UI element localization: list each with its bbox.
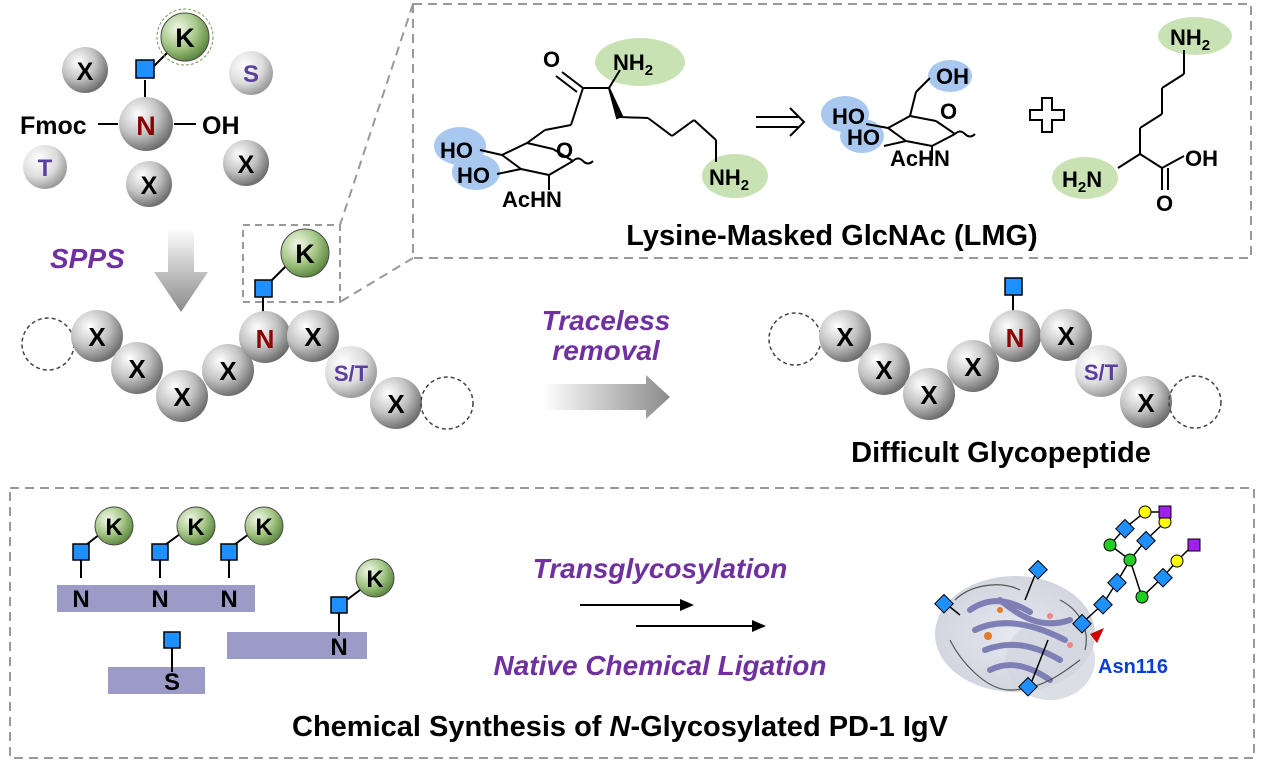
svg-text:H2N: H2N bbox=[1062, 167, 1102, 196]
spps-arrow: SPPS bbox=[50, 228, 208, 312]
svg-text:X: X bbox=[88, 322, 106, 352]
svg-text:N: N bbox=[220, 586, 237, 613]
asn116-label: Asn116 bbox=[1098, 656, 1168, 678]
k-label: K bbox=[175, 23, 195, 53]
lysine-labels: NH2 H2N OH O bbox=[1062, 25, 1218, 216]
oh-label: OH bbox=[202, 112, 240, 140]
svg-text:X: X bbox=[920, 380, 938, 410]
s-label: S bbox=[243, 61, 259, 88]
protected-glycopeptide: K X X X X N X S/T X bbox=[21, 228, 474, 430]
svg-text:NH2: NH2 bbox=[709, 165, 749, 194]
glcnac-square bbox=[135, 59, 155, 79]
svg-text:X: X bbox=[219, 356, 237, 386]
n-label: N bbox=[136, 111, 156, 141]
svg-text:N: N bbox=[256, 324, 275, 354]
svg-text:removal: removal bbox=[552, 335, 661, 366]
svg-text:X: X bbox=[1057, 321, 1075, 351]
svg-text:AcHN: AcHN bbox=[502, 187, 562, 212]
svg-text:O: O bbox=[556, 138, 573, 163]
lmg-molecule-labels: O NH2 NH2 HO HO O AcHN bbox=[440, 47, 749, 212]
x-label: X bbox=[77, 58, 94, 86]
svg-text:X: X bbox=[964, 352, 982, 382]
svg-text:K: K bbox=[187, 514, 205, 541]
svg-text:N: N bbox=[151, 586, 168, 613]
svg-text:HO: HO bbox=[832, 104, 865, 129]
plus-icon bbox=[1029, 97, 1065, 133]
svg-text:Traceless: Traceless bbox=[542, 305, 671, 336]
x-label: X bbox=[238, 151, 255, 179]
svg-text:K: K bbox=[295, 239, 315, 269]
bottom-panel-frame bbox=[9, 487, 1255, 759]
svg-text:HO: HO bbox=[847, 125, 880, 150]
svg-text:N: N bbox=[330, 634, 347, 661]
lmg-molecule bbox=[434, 38, 768, 198]
svg-text:OH: OH bbox=[936, 64, 969, 89]
svg-text:S: S bbox=[164, 669, 180, 696]
lmg-panel-frame bbox=[242, 3, 1252, 303]
retrosynthesis-arrow bbox=[756, 107, 806, 137]
svg-text:HO: HO bbox=[440, 138, 473, 163]
svg-text:AcHN: AcHN bbox=[890, 146, 950, 171]
svg-text:X: X bbox=[128, 354, 146, 384]
product-caption: Difficult Glycopeptide bbox=[851, 437, 1151, 469]
fmoc-label: Fmoc bbox=[20, 112, 87, 140]
svg-text:N: N bbox=[1006, 323, 1025, 353]
lysine-molecule bbox=[1052, 17, 1232, 199]
svg-text:O: O bbox=[1156, 191, 1173, 216]
traceless-removal-arrow: Traceless removal bbox=[542, 305, 671, 419]
svg-text:S/T: S/T bbox=[1084, 360, 1119, 385]
svg-text:X: X bbox=[304, 322, 322, 352]
svg-text:X: X bbox=[875, 355, 893, 385]
svg-text:O: O bbox=[940, 99, 957, 124]
svg-text:NH2: NH2 bbox=[1170, 25, 1210, 54]
reaction-arrows: Transglycosylation Native Chemical Ligat… bbox=[494, 553, 827, 681]
svg-text:X: X bbox=[836, 322, 854, 352]
svg-text:Native Chemical Ligation: Native Chemical Ligation bbox=[494, 650, 827, 681]
svg-text:NH2: NH2 bbox=[613, 50, 653, 79]
svg-text:S/T: S/T bbox=[334, 361, 369, 386]
glcnac-fragment bbox=[821, 60, 976, 160]
pd1-igv-structure: Asn116 bbox=[934, 505, 1201, 700]
peptide-segments: K K K K N N N N S bbox=[57, 506, 395, 696]
svg-text:HO: HO bbox=[457, 163, 490, 188]
svg-text:Transglycosylation: Transglycosylation bbox=[533, 553, 788, 584]
svg-text:O: O bbox=[543, 47, 560, 72]
svg-text:X: X bbox=[173, 382, 191, 412]
svg-text:K: K bbox=[366, 566, 384, 593]
building-block: K N Fmoc OH X S T X X bbox=[20, 8, 273, 207]
difficult-glycopeptide: X X X X N X S/T X bbox=[768, 277, 1222, 429]
svg-text:OH: OH bbox=[1185, 146, 1218, 171]
lysine-bead bbox=[160, 12, 210, 62]
glcnac-labels: OH HO HO O AcHN bbox=[832, 64, 969, 171]
svg-text:K: K bbox=[255, 514, 273, 541]
svg-text:N: N bbox=[72, 586, 89, 613]
svg-text:X: X bbox=[387, 389, 405, 419]
lmg-caption: Lysine-Masked GlcNAc (LMG) bbox=[626, 220, 1037, 252]
x-label: X bbox=[141, 172, 158, 200]
t-label: T bbox=[38, 155, 53, 182]
svg-text:K: K bbox=[105, 514, 123, 541]
asn-bead bbox=[119, 97, 173, 151]
bottom-title: Chemical Synthesis of N-Glycosylated PD-… bbox=[292, 711, 949, 743]
svg-text:X: X bbox=[1137, 388, 1155, 418]
spps-label: SPPS bbox=[50, 243, 125, 274]
